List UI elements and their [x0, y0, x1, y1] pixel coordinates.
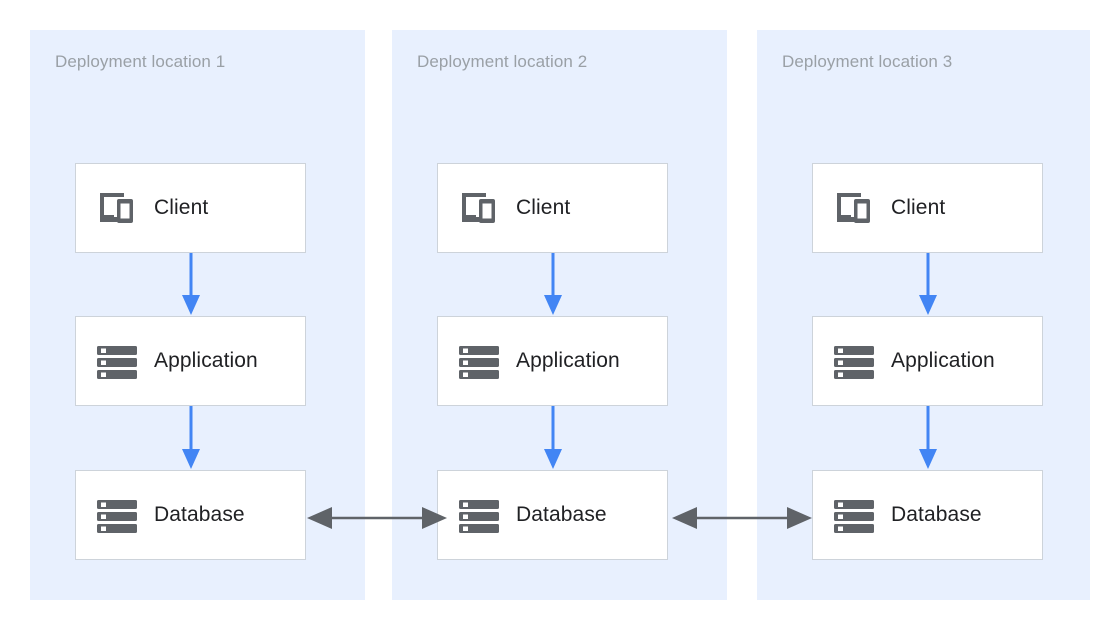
- zone-1-node-application[interactable]: Application: [75, 316, 306, 406]
- zone-3-node-database-label: Database: [891, 503, 982, 526]
- server-stack-icon: [831, 492, 877, 538]
- deployment-zone-1: Deployment location 1 Client: [30, 30, 365, 600]
- zone-2-arrow-client-to-app: [542, 253, 564, 316]
- server-stack-icon: [831, 338, 877, 384]
- deployment-zone-3: Deployment location 3 Client: [757, 30, 1090, 600]
- zone-1-node-database-label: Database: [154, 503, 245, 526]
- zone-2-node-client[interactable]: Client: [437, 163, 668, 253]
- zone-3-node-database[interactable]: Database: [812, 470, 1043, 560]
- zone-3-arrow-client-to-app: [917, 253, 939, 316]
- server-stack-icon: [456, 492, 502, 538]
- deployment-zone-2: Deployment location 2 Client: [392, 30, 727, 600]
- replication-arrow-zone1-zone2: [306, 505, 448, 531]
- zone-2-node-application-label: Application: [516, 349, 620, 372]
- zone-2-arrow-app-to-database: [542, 406, 564, 470]
- zone-1-node-client-label: Client: [154, 196, 209, 219]
- zone-1-node-client[interactable]: Client: [75, 163, 306, 253]
- devices-icon: [94, 185, 140, 231]
- zone-2-node-database-label: Database: [516, 503, 607, 526]
- zone-2-label: Deployment location 2: [417, 52, 588, 71]
- zone-2-node-database[interactable]: Database: [437, 470, 668, 560]
- zone-3-node-client-label: Client: [891, 196, 946, 219]
- zone-3-node-client[interactable]: Client: [812, 163, 1043, 253]
- zone-3-node-application[interactable]: Application: [812, 316, 1043, 406]
- zone-1-node-database[interactable]: Database: [75, 470, 306, 560]
- zone-3-node-application-label: Application: [891, 349, 995, 372]
- zone-3-label: Deployment location 3: [782, 52, 953, 71]
- replication-arrow-zone2-zone3: [671, 505, 813, 531]
- devices-icon: [831, 185, 877, 231]
- zone-1-node-application-label: Application: [154, 349, 258, 372]
- server-stack-icon: [94, 492, 140, 538]
- zone-1-arrow-app-to-database: [180, 406, 202, 470]
- zone-1-label: Deployment location 1: [55, 52, 226, 71]
- zone-2-node-application[interactable]: Application: [437, 316, 668, 406]
- zone-2-node-client-label: Client: [516, 196, 571, 219]
- zone-3-arrow-app-to-database: [917, 406, 939, 470]
- server-stack-icon: [456, 338, 502, 384]
- zone-1-arrow-client-to-app: [180, 253, 202, 316]
- devices-icon: [456, 185, 502, 231]
- server-stack-icon: [94, 338, 140, 384]
